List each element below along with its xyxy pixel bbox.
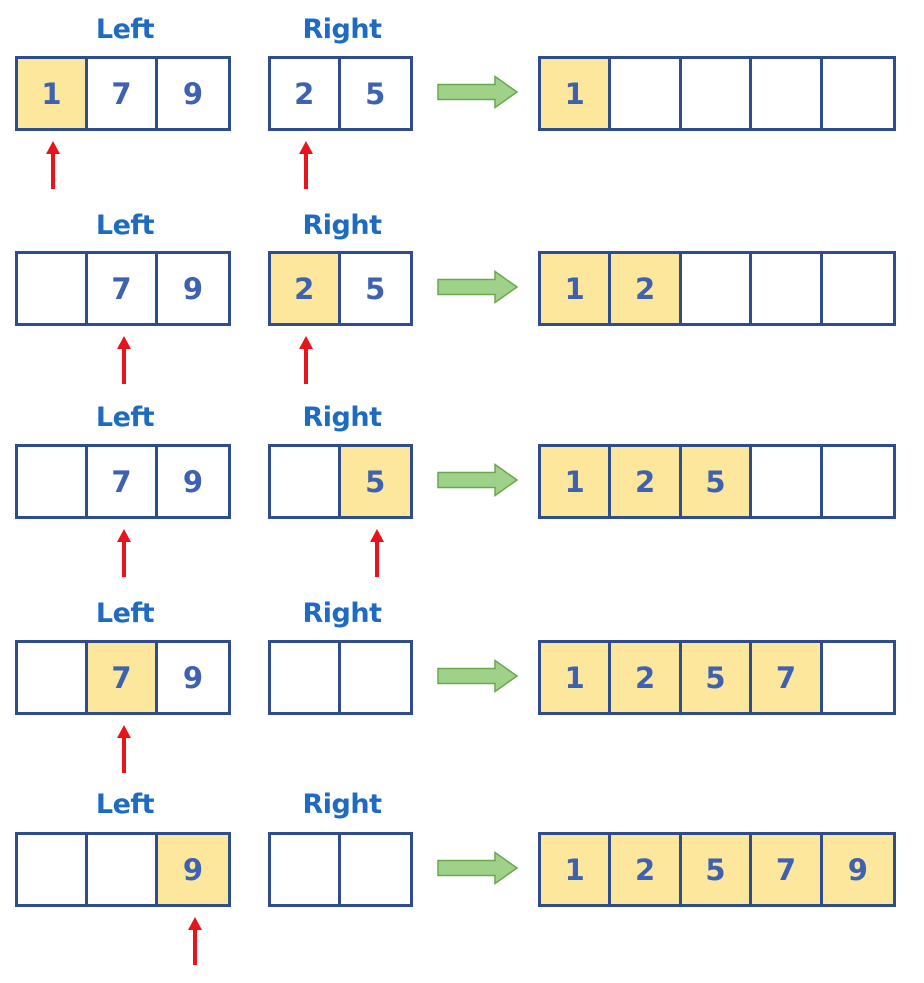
left-cell <box>18 447 89 516</box>
result-cell <box>752 447 823 516</box>
result-cell: 2 <box>611 835 682 904</box>
right-cell <box>340 643 410 712</box>
left-cell: 7 <box>88 447 159 516</box>
right-cell <box>271 447 341 516</box>
left-pointer-arrow-icon <box>46 141 60 189</box>
left-cell: 7 <box>88 254 159 323</box>
left-cell: 9 <box>158 254 228 323</box>
left-label: Left <box>95 14 155 45</box>
left-cell <box>18 643 89 712</box>
left-label: Left <box>95 598 155 629</box>
result-cell <box>822 643 893 712</box>
left-label: Left <box>95 402 155 433</box>
left-label: Left <box>95 210 155 241</box>
result-cell <box>681 59 753 128</box>
right-cell: 5 <box>340 254 410 323</box>
result-cell: 1 <box>541 254 612 323</box>
right-cell <box>271 643 341 712</box>
result-cell: 2 <box>611 447 682 516</box>
right-cell: 5 <box>340 59 410 128</box>
result-cell <box>681 254 753 323</box>
left-cell: 9 <box>158 643 228 712</box>
result-cell: 5 <box>681 835 753 904</box>
left-cell <box>88 835 159 904</box>
right-label: Right <box>302 402 382 433</box>
result-cell: 5 <box>681 643 753 712</box>
right-label: Right <box>302 789 382 820</box>
left-cell <box>18 254 89 323</box>
result-cell <box>752 254 823 323</box>
left-cell: 1 <box>18 59 89 128</box>
result-cell <box>822 254 893 323</box>
left-pointer-arrow-icon <box>117 336 131 384</box>
right-cell: 2 <box>271 254 341 323</box>
right-pointer-arrow-icon <box>299 141 313 189</box>
result-cell: 1 <box>541 59 612 128</box>
result-cell: 2 <box>611 254 682 323</box>
result-cell: 1 <box>541 643 612 712</box>
result-cell <box>752 59 823 128</box>
right-cell <box>340 835 410 904</box>
left-cell: 9 <box>158 59 228 128</box>
result-cell <box>822 59 893 128</box>
right-pointer-arrow-icon <box>370 529 384 577</box>
result-cell: 1 <box>541 447 612 516</box>
right-cell: 5 <box>340 447 410 516</box>
result-cell: 1 <box>541 835 612 904</box>
right-pointer-arrow-icon <box>299 336 313 384</box>
result-cell: 2 <box>611 643 682 712</box>
left-cell: 9 <box>158 447 228 516</box>
result-cell: 7 <box>752 643 823 712</box>
right-cell: 2 <box>271 59 341 128</box>
result-cell: 7 <box>752 835 823 904</box>
left-cell: 9 <box>158 835 228 904</box>
left-pointer-arrow-icon <box>117 725 131 773</box>
flow-arrow-icon <box>437 850 519 885</box>
result-cell: 5 <box>681 447 753 516</box>
flow-arrow-icon <box>437 658 519 693</box>
left-cell: 7 <box>88 643 159 712</box>
left-label: Left <box>95 789 155 820</box>
flow-arrow-icon <box>437 269 519 304</box>
right-label: Right <box>302 14 382 45</box>
right-cell <box>271 835 341 904</box>
left-cell <box>18 835 89 904</box>
left-pointer-arrow-icon <box>117 529 131 577</box>
flow-arrow-icon <box>437 462 519 497</box>
result-cell: 9 <box>822 835 893 904</box>
result-cell <box>611 59 682 128</box>
right-label: Right <box>302 598 382 629</box>
left-cell: 7 <box>88 59 159 128</box>
left-pointer-arrow-icon <box>188 917 202 965</box>
right-label: Right <box>302 210 382 241</box>
result-cell <box>822 447 893 516</box>
flow-arrow-icon <box>437 74 519 109</box>
